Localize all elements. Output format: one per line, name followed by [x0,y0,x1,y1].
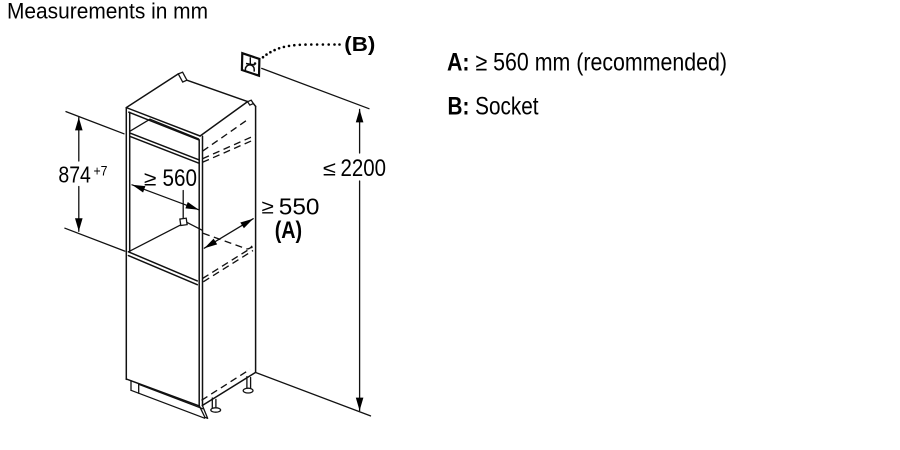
svg-text:B: Socket: B: Socket [448,93,539,121]
svg-text:A: ≥ 560 mm (recommended): A: ≥ 560 mm (recommended) [447,49,727,77]
svg-text:≥: ≥ [262,197,274,219]
svg-text:(A): (A) [275,217,302,244]
svg-text:874: 874 [58,162,91,188]
svg-text:Measurements in mm: Measurements in mm [7,0,208,23]
svg-text:(B): (B) [344,33,375,56]
svg-text:≤: ≤ [323,158,336,181]
svg-text:+7: +7 [94,162,108,178]
svg-text:550: 550 [279,194,320,220]
svg-text:2200: 2200 [341,155,387,182]
svg-text:≥: ≥ [144,168,157,191]
svg-text:560: 560 [163,165,198,192]
